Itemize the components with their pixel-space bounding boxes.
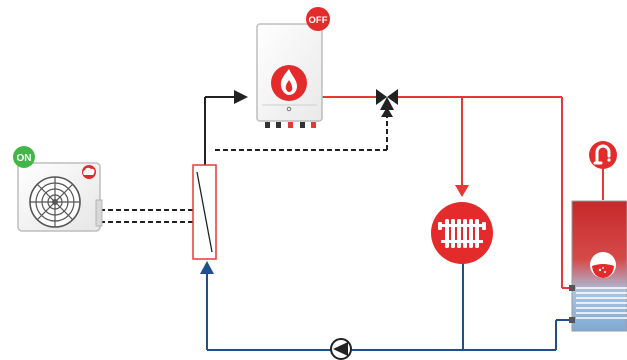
three-way-valve-icon[interactable]	[376, 89, 398, 110]
radiator-flow-arrow	[455, 185, 469, 197]
control-lines	[100, 117, 388, 223]
heat-pump-status-label: ON	[17, 153, 32, 164]
heat-exchanger-icon	[192, 164, 217, 260]
heat-pump-unit[interactable]	[17, 162, 103, 232]
flow-line	[204, 96, 236, 165]
boiler-inlet-arrow	[234, 90, 248, 104]
radiator-icon	[438, 219, 486, 248]
cloud-icon	[82, 165, 96, 179]
boiler-status-label: OFF	[309, 15, 328, 26]
heat-exchanger	[192, 164, 217, 260]
valve-control-arrow	[381, 107, 393, 117]
boiler-status-badge: OFF	[306, 7, 330, 31]
water-drop-icon	[590, 252, 616, 278]
return-flow-arrow	[200, 261, 214, 274]
circulation-pump[interactable]	[330, 338, 352, 360]
water-tap-icon	[593, 144, 611, 165]
circulation-pump-icon	[330, 338, 352, 360]
boiler-unit[interactable]	[256, 23, 323, 128]
hot-water-tank[interactable]	[569, 200, 627, 332]
radiator[interactable]	[431, 202, 493, 264]
water-tap[interactable]	[589, 141, 617, 169]
tank-coil	[576, 287, 627, 319]
flame-icon	[271, 65, 307, 101]
heat-pump-status-badge: ON	[13, 146, 35, 168]
supply-pipes	[322, 96, 604, 289]
fan-icon	[29, 176, 81, 228]
return-pipes	[206, 263, 572, 351]
